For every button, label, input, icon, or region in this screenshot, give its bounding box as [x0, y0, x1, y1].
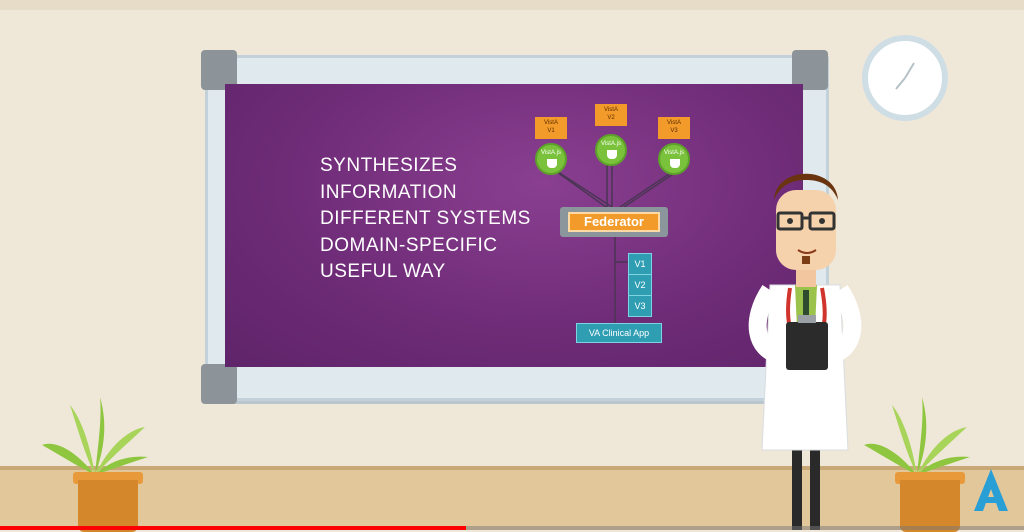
board-line: INFORMATION: [320, 181, 458, 203]
vista-label-version: V3: [670, 128, 678, 134]
plant-pot: [900, 480, 960, 532]
plug-icon: [607, 150, 617, 159]
doctor-character: [748, 173, 862, 530]
federator-label: Federator: [568, 212, 660, 232]
node-label: VistA.js: [601, 141, 621, 147]
board-corner-top-left: [201, 50, 237, 90]
board-line: SYNTHESIZES: [320, 155, 458, 176]
version-box: V2: [628, 274, 652, 296]
video-progress-fill: [0, 526, 466, 530]
plant-leaves-right: [864, 397, 970, 475]
vista-label-line: VistA: [604, 107, 618, 113]
vista-label-version: V2: [607, 115, 615, 121]
video-progress-bar[interactable]: [0, 526, 1024, 530]
node-label: VistA.js: [541, 150, 561, 156]
floor-edge: [0, 466, 1024, 472]
vista-label-version: V1: [547, 128, 555, 134]
board-corner-bottom-left: [201, 364, 237, 404]
floor: [0, 470, 1024, 530]
board-text: SYNTHESIZES INFORMATION DIFFERENT SYSTEM…: [320, 153, 531, 286]
clock-icon: [862, 35, 948, 121]
whiteboard-surface: [225, 84, 803, 367]
vista-js-node: VistA.js: [595, 134, 627, 166]
vista-js-node: VistA.js: [535, 143, 567, 175]
vista-source-label: VistA V1: [535, 117, 567, 139]
plant-pot: [78, 480, 138, 532]
plug-icon: [670, 159, 680, 168]
board-line: USEFUL WAY: [320, 261, 446, 282]
version-box: V3: [628, 295, 652, 317]
board-line: DIFFERENT SYSTEMS: [320, 208, 531, 229]
vista-label-line: VistA: [544, 120, 558, 126]
node-label: VistA.js: [664, 150, 684, 156]
board-corner-top-right: [792, 50, 828, 90]
vista-source-label: VistA V2: [595, 104, 627, 126]
board-line: DOMAIN-SPECIFIC: [320, 234, 498, 256]
brand-logo-icon: [974, 469, 1008, 511]
version-box: V1: [628, 253, 652, 275]
vista-source-label: VistA V3: [658, 117, 690, 139]
wall-trim: [0, 0, 1024, 10]
vista-js-node: VistA.js: [658, 143, 690, 175]
vista-label-line: VistA: [667, 120, 681, 126]
plant-leaves-left: [42, 397, 148, 475]
clinical-app-box: VA Clinical App: [576, 323, 662, 343]
plug-icon: [547, 159, 557, 168]
